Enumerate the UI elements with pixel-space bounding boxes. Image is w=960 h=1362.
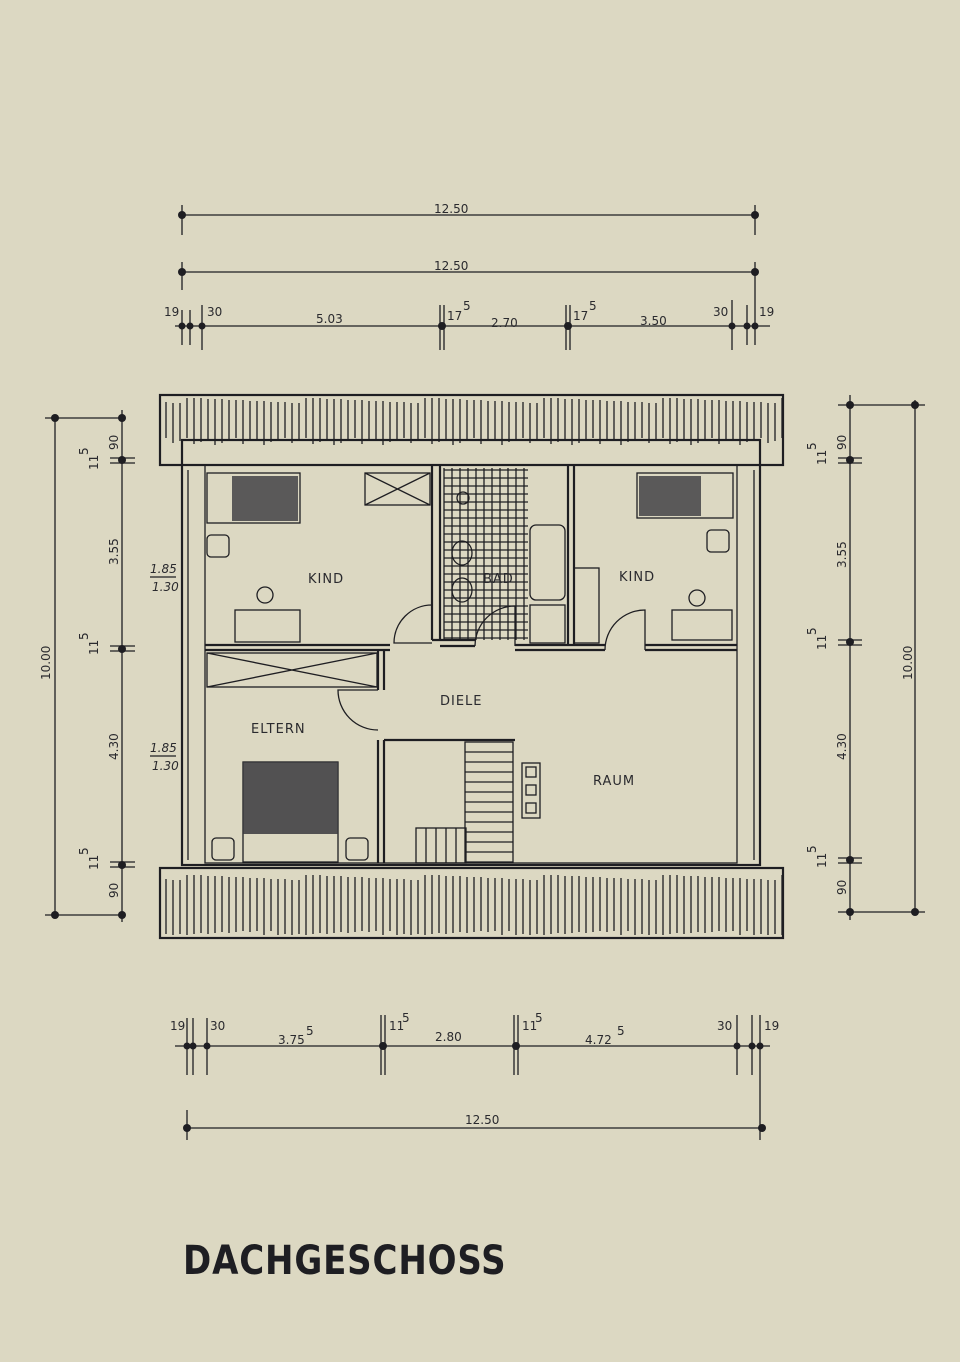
dim-label: 5 <box>617 1024 625 1038</box>
dim-label: 17 <box>447 309 462 323</box>
room-label-eltern: ELTERN <box>251 722 306 737</box>
dim-label: 30 <box>207 305 222 319</box>
bottom-overall-dim: 12.50 <box>465 1113 499 1127</box>
dim-label: 90 <box>107 435 121 450</box>
interior-walls <box>205 465 737 863</box>
dim-label: 5 <box>805 845 819 853</box>
dim-label: 11 <box>815 635 829 650</box>
dim-label: 5 <box>77 847 91 855</box>
dim-label: 4.30 <box>107 733 121 760</box>
dim-label: 11 <box>815 853 829 868</box>
room-label-bad: BAD <box>483 572 514 587</box>
dim-label: 5 <box>77 447 91 455</box>
bed-icon <box>232 476 298 521</box>
dim-label: 5 <box>589 299 597 313</box>
ceiling-height-label: 1.30 <box>152 580 179 594</box>
top-overall-dim-2: 12.50 <box>434 259 468 273</box>
dim-label: 11 <box>815 450 829 465</box>
dim-label: 19 <box>164 305 179 319</box>
dim-label: 90 <box>835 880 849 895</box>
dim-label: 5 <box>402 1011 410 1025</box>
exterior-walls <box>180 438 762 867</box>
roof-bottom <box>158 866 785 940</box>
room-label-kind-left: KIND <box>308 572 344 587</box>
dim-label: 11 <box>389 1019 404 1033</box>
dim-label: 30 <box>210 1019 225 1033</box>
dim-label: 3.55 <box>835 541 849 568</box>
bath-tiles <box>443 468 528 640</box>
dim-label: 4.72 <box>585 1033 612 1047</box>
dim-label: 11 <box>87 640 101 655</box>
dim-label: 4.30 <box>835 733 849 760</box>
furniture <box>206 472 734 864</box>
dim-label: 5 <box>805 627 819 635</box>
double-bed-icon <box>243 762 338 834</box>
dim-label: 5 <box>535 1011 543 1025</box>
dim-label: 11 <box>87 455 101 470</box>
drawing-title: DACHGESCHOSS <box>183 1238 507 1284</box>
ceiling-height-label: 1.85 <box>150 741 177 755</box>
dim-label: 3.50 <box>640 314 667 328</box>
dim-label: 90 <box>835 435 849 450</box>
dim-label: 2.80 <box>435 1030 462 1044</box>
dim-label: 19 <box>170 1019 185 1033</box>
bed-icon <box>639 476 701 516</box>
bottom-dimension-lines <box>175 1015 770 1140</box>
ceiling-height-label: 1.30 <box>152 759 179 773</box>
dim-label: 5 <box>463 299 471 313</box>
left-dimension-lines <box>45 410 135 922</box>
dim-label: 5 <box>306 1024 314 1038</box>
roof-top <box>158 393 785 467</box>
dim-label: 30 <box>713 305 728 319</box>
dim-label: 11 <box>522 1019 537 1033</box>
ceiling-height-label: 1.85 <box>150 562 177 576</box>
dim-label: 2.70 <box>491 316 518 330</box>
dim-label: 90 <box>107 883 121 898</box>
dim-label: 3.75 <box>278 1033 305 1047</box>
dim-label: 5.03 <box>316 312 343 326</box>
dim-label: 3.55 <box>107 538 121 565</box>
dim-label: 19 <box>759 305 774 319</box>
dim-label: 17 <box>573 309 588 323</box>
dim-label: 19 <box>764 1019 779 1033</box>
left-overall-dim: 10.00 <box>39 646 53 680</box>
top-overall-dim-1: 12.50 <box>434 202 468 216</box>
room-label-raum: RAUM <box>593 774 635 789</box>
right-dimension-lines <box>838 395 925 920</box>
dim-label: 5 <box>77 632 91 640</box>
dim-label: 11 <box>87 855 101 870</box>
room-label-diele: DIELE <box>440 694 483 709</box>
top-dimension-lines <box>175 205 770 350</box>
dim-label: 5 <box>805 442 819 450</box>
right-overall-dim: 10.00 <box>901 646 915 680</box>
dim-label: 30 <box>717 1019 732 1033</box>
room-label-kind-right: KIND <box>619 570 655 585</box>
